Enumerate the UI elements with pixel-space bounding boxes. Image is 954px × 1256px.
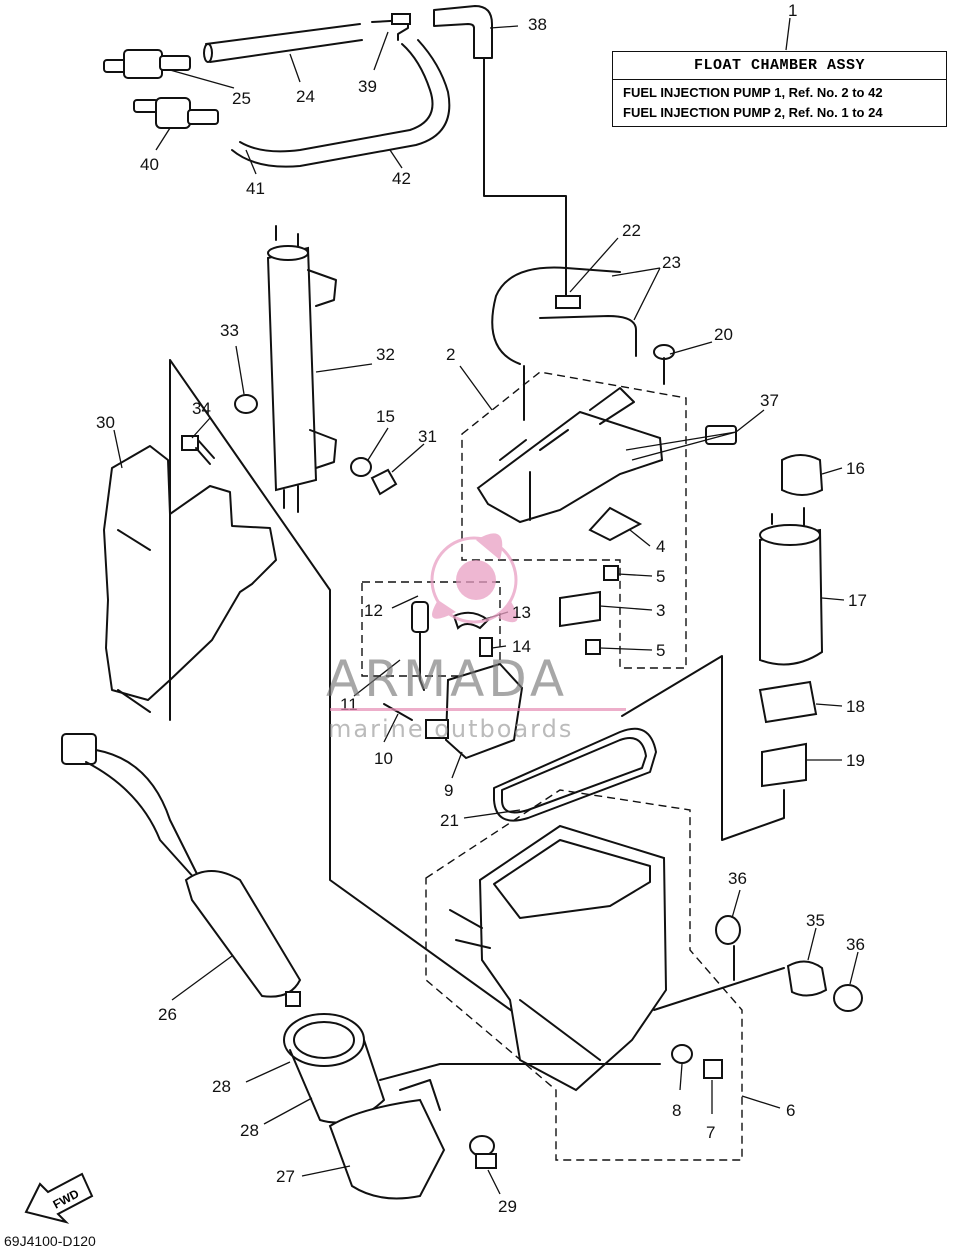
callout-15: 15 — [376, 407, 395, 426]
callout-19: 19 — [846, 751, 865, 770]
callout-3: 3 — [656, 601, 665, 620]
group-outline-6 — [425, 789, 743, 1161]
drawing-code: 69J4100-D120 — [4, 1233, 96, 1249]
callout-10: 10 — [374, 749, 393, 768]
sleeves-28 — [283, 1013, 385, 1124]
needle-valve-11 — [411, 601, 429, 691]
callout-31: 31 — [418, 427, 437, 446]
callout-7: 7 — [706, 1123, 715, 1142]
callout-37: 37 — [760, 391, 779, 410]
callout-40: 40 — [140, 155, 159, 174]
washer-8 — [671, 1044, 693, 1064]
watermark-divider — [330, 708, 626, 711]
callout-26: 26 — [158, 1005, 177, 1024]
title-line-2: FUEL INJECTION PUMP 2, Ref. No. 1 to 24 — [623, 105, 883, 120]
callout-24: 24 — [296, 87, 315, 106]
callout-39: 39 — [358, 77, 377, 96]
leader-35 — [653, 945, 785, 1011]
leader-lines — [113, 17, 859, 1195]
cap-16 — [781, 454, 824, 496]
damper-19 — [761, 742, 807, 788]
bracket-4 — [588, 506, 643, 542]
title-block: FLOAT CHAMBER ASSY FUEL INJECTION PUMP 1… — [612, 51, 947, 127]
fuel-pump-17 — [759, 507, 824, 666]
float-chamber-6 — [449, 824, 668, 1092]
title-line-1: FUEL INJECTION PUMP 1, Ref. No. 2 to 42 — [623, 85, 883, 100]
plate-3 — [559, 590, 601, 628]
grommet-36-a — [715, 915, 741, 945]
callout-12: 12 — [364, 601, 383, 620]
callout-28a: 28 — [212, 1077, 231, 1096]
callout-38: 38 — [528, 15, 547, 34]
screws-5 — [585, 565, 619, 655]
callout-32: 32 — [376, 345, 395, 364]
callout-5b: 5 — [656, 641, 665, 660]
callout-42: 42 — [392, 169, 411, 188]
bolt-34 — [181, 435, 215, 465]
callout-2: 2 — [446, 345, 455, 364]
callout-41: 41 — [246, 179, 265, 198]
grommet-36-b — [833, 984, 863, 1012]
fuel-hose-group — [103, 5, 493, 168]
callout-30: 30 — [96, 413, 115, 432]
part-33 — [234, 394, 258, 414]
callout-5a: 5 — [656, 567, 665, 586]
gasket-21 — [493, 727, 657, 822]
group-outline-9 — [361, 581, 501, 677]
callout-20: 20 — [714, 325, 733, 344]
vapor-separator-32 — [266, 225, 337, 513]
watermark-tagline: marine outboards — [328, 715, 574, 743]
callout-35: 35 — [806, 911, 825, 930]
callout-36b: 36 — [846, 935, 865, 954]
callout-1: 1 — [788, 1, 797, 20]
callout-28b: 28 — [240, 1121, 259, 1140]
nut-31 — [370, 468, 398, 496]
callout-36a: 36 — [728, 869, 747, 888]
pin-10 — [383, 703, 413, 721]
bracket-30 — [103, 359, 581, 1061]
callout-27: 27 — [276, 1167, 295, 1186]
callout-13: 13 — [512, 603, 531, 622]
bracket-27 — [328, 1079, 446, 1200]
screw-7 — [703, 1059, 723, 1079]
bolt-29 — [469, 1135, 497, 1169]
callout-6: 6 — [786, 1101, 795, 1120]
holder-18 — [758, 680, 818, 724]
callout-25: 25 — [232, 89, 251, 108]
callout-33: 33 — [220, 321, 239, 340]
callout-14: 14 — [512, 637, 531, 656]
callout-34: 34 — [192, 399, 211, 418]
title-divider — [613, 79, 946, 80]
grommet-35 — [786, 960, 828, 997]
washer-15 — [350, 457, 372, 477]
callout-8: 8 — [672, 1101, 681, 1120]
callout-22: 22 — [622, 221, 641, 240]
fuel-pump-26 — [61, 733, 302, 1007]
fwd-arrow-icon: FWD — [24, 1172, 94, 1224]
screw-14 — [479, 637, 493, 657]
callout-16: 16 — [846, 459, 865, 478]
propeller-icon — [430, 533, 518, 624]
callout-labels: 1 2 3 4 5 5 6 7 8 9 10 11 12 13 14 15 16… — [96, 1, 867, 1216]
screw-20 — [653, 344, 675, 385]
route-38 — [483, 57, 567, 297]
group-outline-2 — [461, 371, 687, 669]
callout-29: 29 — [498, 1197, 517, 1216]
watermark-brand: ARMADA — [326, 650, 569, 708]
callout-21: 21 — [440, 811, 459, 830]
assembly-title: FLOAT CHAMBER ASSY — [693, 57, 866, 74]
float-9 — [425, 662, 524, 760]
callout-23: 23 — [662, 253, 681, 272]
leader-19 — [621, 655, 785, 841]
callout-4: 4 — [656, 537, 665, 556]
leader-27 — [379, 1063, 661, 1081]
callout-9: 9 — [444, 781, 453, 800]
callout-17: 17 — [848, 591, 867, 610]
callout-18: 18 — [846, 697, 865, 716]
float-cover-2 — [476, 266, 664, 524]
